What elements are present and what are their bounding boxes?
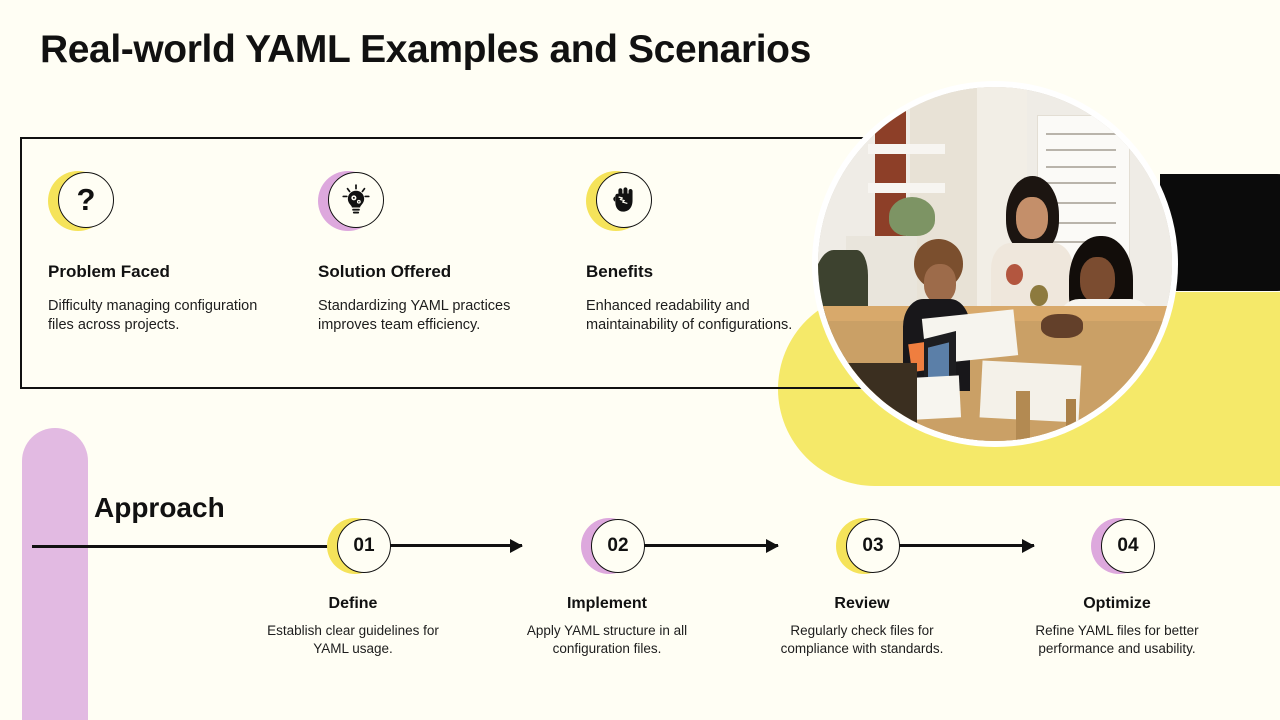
step-label: Implement (566, 595, 647, 612)
overview-column-heading: Problem Faced (48, 262, 170, 281)
step-number: 04 (1101, 519, 1155, 573)
approach-heading: Approach (94, 492, 225, 523)
step-description: Refine YAML files for better performance… (1035, 623, 1199, 656)
overview-column-body: Standardizing YAML practices improves te… (318, 298, 511, 334)
overview-column-problem-faced: ? Problem Faced Difficulty managing conf… (48, 137, 316, 389)
raised-fist-icon (596, 172, 652, 228)
timeline-base-line (32, 545, 332, 548)
photo-inner (818, 87, 1172, 441)
step-badge: 03 (836, 518, 902, 576)
step-label: Define (328, 595, 378, 612)
step-description: Establish clear guidelines for YAML usag… (267, 623, 439, 656)
lightbulb-gears-icon (328, 172, 384, 228)
overview-column-body: Enhanced readability and maintainability… (586, 298, 793, 334)
black-rounded-shape-decoration (1160, 174, 1280, 291)
step-number: 03 (846, 519, 900, 573)
timeline-arrow-3 (884, 538, 1035, 553)
question-mark-glyph: ? (76, 182, 96, 217)
step-description: Regularly check files for compliance wit… (780, 623, 944, 656)
step-number: 02 (591, 519, 645, 573)
purple-rounded-bar-decoration (22, 428, 88, 720)
overview-column-heading: Benefits (586, 262, 654, 281)
step-label: Review (834, 595, 890, 612)
step-number: 01 (337, 519, 391, 573)
overview-column-heading: Solution Offered (318, 262, 452, 281)
step-badge: 04 (1091, 518, 1157, 576)
page-title: Real-world YAML Examples and Scenarios (40, 28, 811, 71)
timeline-arrow-1 (372, 538, 523, 553)
overview-columns: ? Problem Faced Difficulty managing conf… (20, 137, 1056, 389)
overview-column-body: Difficulty managing configuration files … (48, 298, 258, 334)
solution-offered-badge (318, 171, 386, 233)
overview-column-benefits: Benefits Enhanced readability and mainta… (586, 137, 854, 389)
benefits-badge (586, 171, 654, 233)
overview-column-solution-offered: Solution Offered Standardizing YAML prac… (318, 137, 586, 389)
step-description: Apply YAML structure in all configuratio… (526, 623, 688, 656)
problem-faced-badge: ? (48, 171, 116, 233)
question-mark-icon: ? (58, 172, 114, 228)
timeline-arrow-2 (628, 538, 779, 553)
step-badge: 02 (581, 518, 647, 576)
step-label: Optimize (1083, 595, 1151, 612)
team-collaboration-photo (812, 81, 1178, 447)
step-badge: 01 (327, 518, 393, 576)
